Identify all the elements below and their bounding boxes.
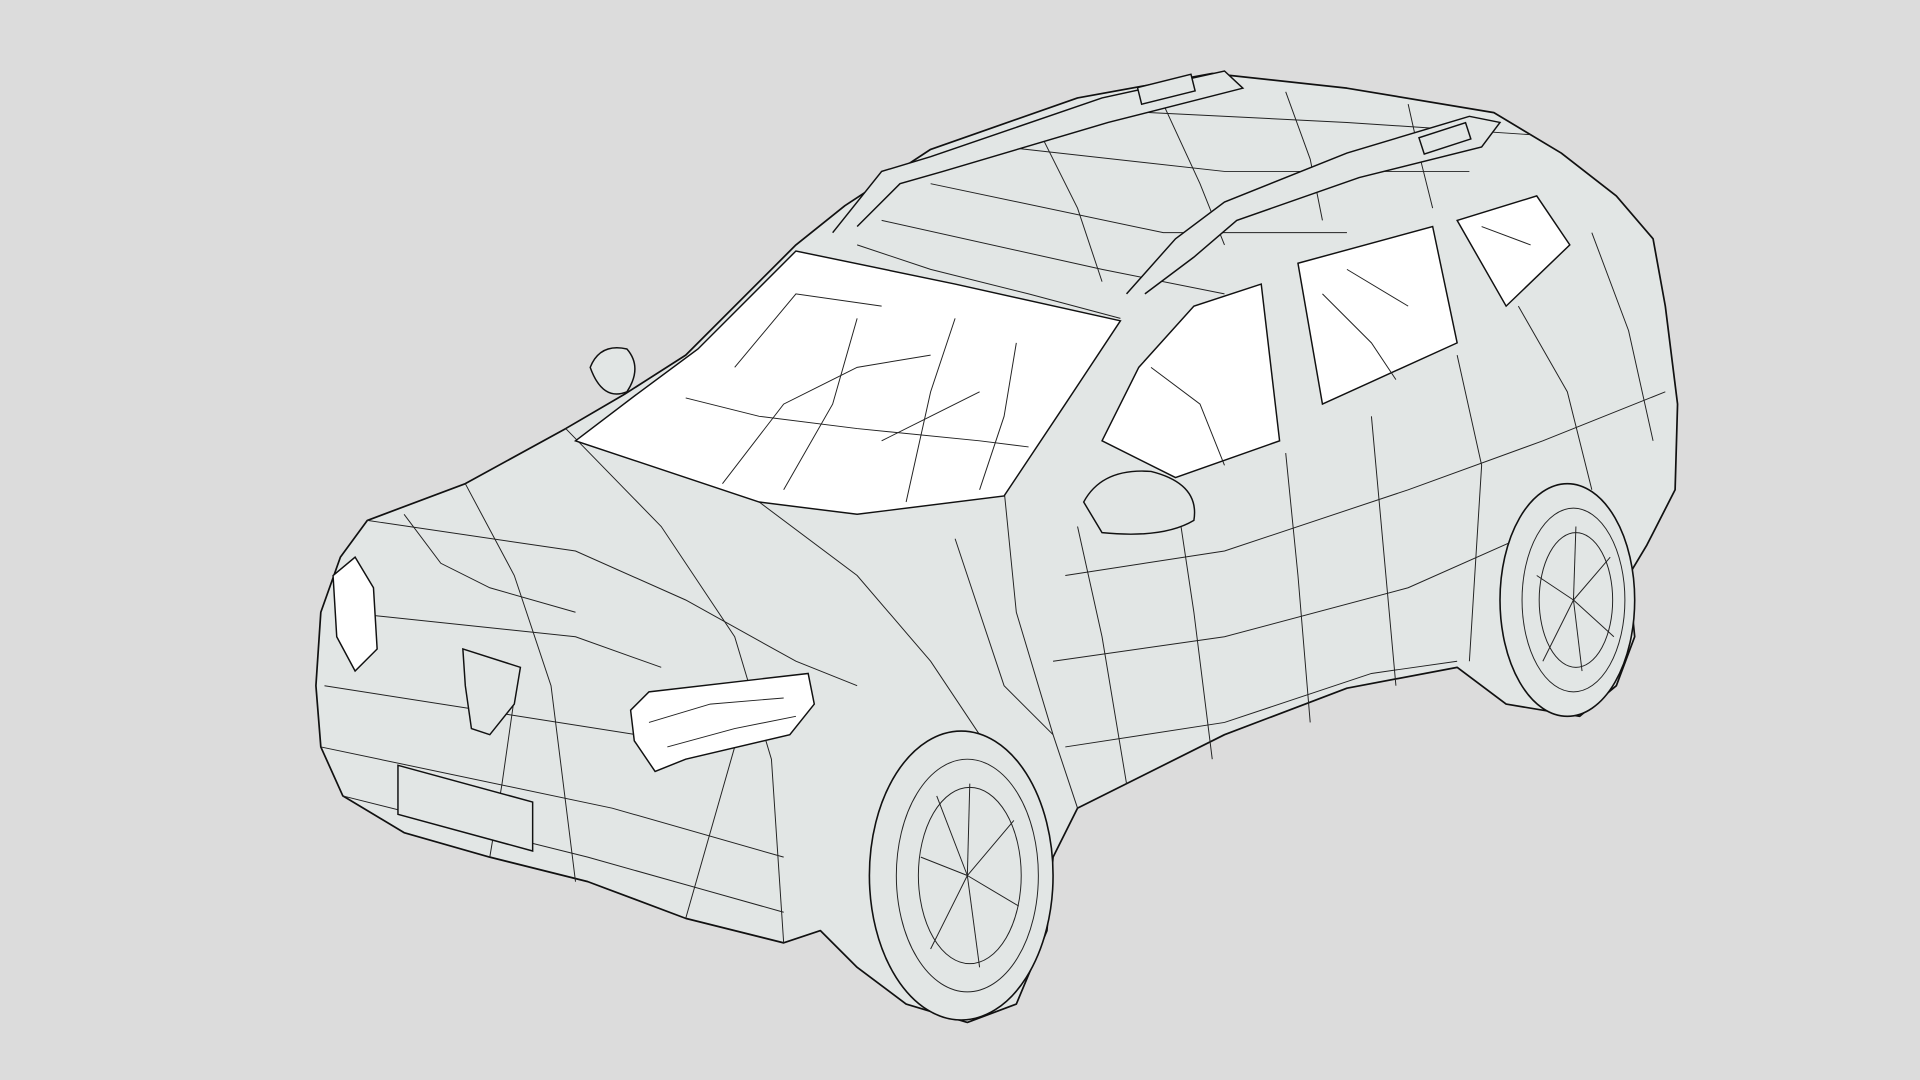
roof-rails <box>832 70 1502 295</box>
front-wheel <box>868 730 1054 1021</box>
rear-quarter-window <box>1456 195 1571 308</box>
brand-emblem <box>462 647 522 736</box>
rear-side-window <box>1297 225 1458 406</box>
left-mirror <box>589 347 636 395</box>
license-plate <box>397 764 534 852</box>
right-headlight <box>629 672 816 773</box>
front-details <box>332 556 816 852</box>
windows <box>573 195 1571 516</box>
body-mesh-lines <box>320 91 1666 943</box>
windshield <box>573 250 1122 516</box>
left-headlight <box>332 556 378 673</box>
front-side-window <box>1101 283 1281 479</box>
wheels <box>868 482 1636 1021</box>
mirrors <box>589 347 1196 535</box>
right-mirror <box>1082 470 1196 535</box>
rear-wheel <box>1499 482 1636 718</box>
